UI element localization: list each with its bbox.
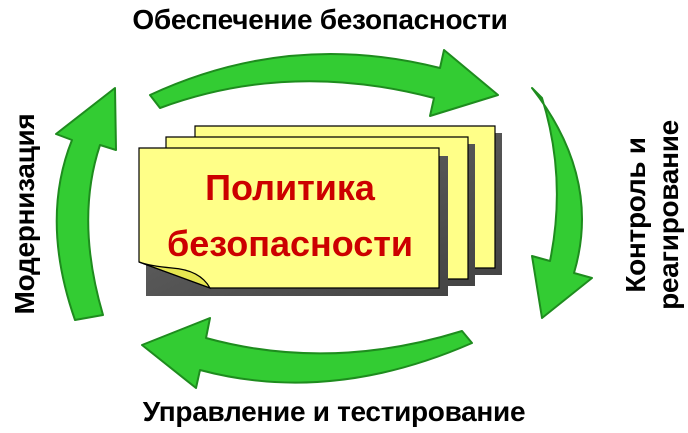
- arrow-top-icon: [149, 49, 499, 117]
- arrow-left-icon: [55, 87, 117, 321]
- document-stack-icon: [138, 125, 502, 296]
- label-right: Контроль и реагирование: [619, 120, 685, 310]
- label-right-line2: реагирование: [653, 120, 684, 310]
- label-top: Обеспечение безопасности: [132, 4, 508, 35]
- label-left: Модернизация: [9, 113, 40, 315]
- arrow-bottom-icon: [141, 317, 473, 389]
- arrow-right-icon: [531, 87, 593, 319]
- policy-title-line2: безопасности: [166, 223, 414, 264]
- label-bottom: Управление и тестирование: [142, 396, 526, 427]
- policy-title-line1: Политика: [205, 167, 375, 208]
- policy-title: Политика безопасности: [140, 160, 440, 272]
- label-right-line1: Контроль и: [620, 137, 651, 293]
